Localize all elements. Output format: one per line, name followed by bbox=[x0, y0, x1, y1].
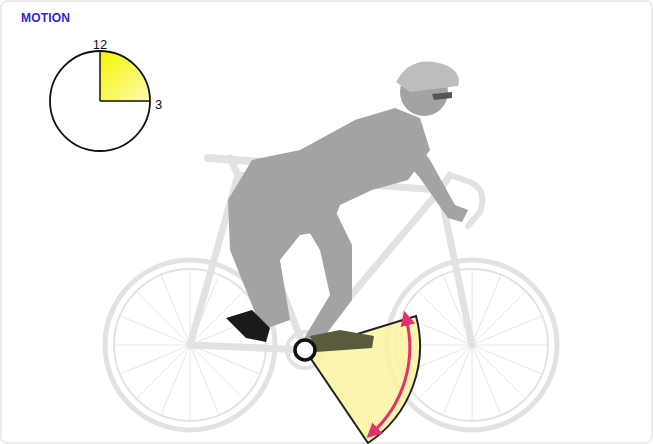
rider-front-leg bbox=[300, 200, 352, 345]
clock-number: 3 bbox=[155, 97, 162, 112]
clock-icon bbox=[50, 51, 150, 151]
helmet bbox=[396, 62, 459, 92]
motion-wedge bbox=[305, 316, 420, 443]
clock-hand bbox=[99, 51, 101, 101]
front-shoe bbox=[310, 330, 374, 352]
crank-pivot bbox=[295, 340, 315, 360]
clock-hand bbox=[100, 100, 150, 102]
rotation-arrow bbox=[372, 318, 410, 433]
glasses bbox=[432, 92, 452, 100]
rider-arm bbox=[395, 112, 468, 222]
rear-shoe bbox=[226, 310, 270, 342]
title: MOTION bbox=[21, 11, 70, 25]
rider-silhouette bbox=[228, 62, 468, 345]
clock-face bbox=[50, 51, 150, 151]
clock-number: 12 bbox=[93, 37, 107, 52]
